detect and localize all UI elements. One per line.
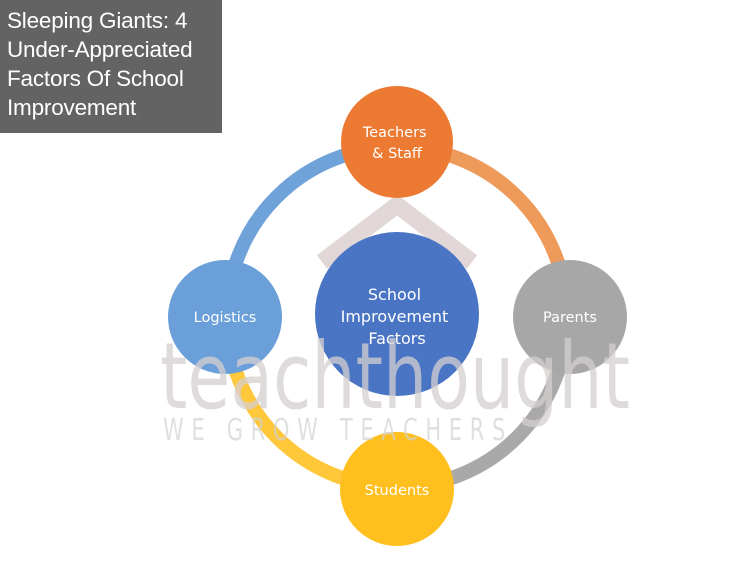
node-teachers-staff-label: Teachers & Staff	[362, 125, 431, 162]
node-students	[340, 432, 454, 546]
title-line-4: Improvement	[7, 95, 137, 120]
title-line-2: Under-Appreciated	[7, 37, 193, 62]
center-label-line-2: Improvement	[341, 307, 449, 326]
watermark-brand: teachthought	[160, 323, 630, 430]
center-label-line-1: School	[368, 285, 421, 304]
title-box: Sleeping Giants: 4 Under-Appreciated Fac…	[0, 0, 222, 133]
center-label: School Improvement Factors	[341, 285, 454, 348]
node-teachers-staff-line-2: & Staff	[372, 146, 423, 162]
node-logistics	[168, 260, 282, 374]
node-teachers-staff	[341, 86, 453, 198]
node-students-line-1: Students	[365, 483, 430, 499]
center-circle	[315, 232, 479, 396]
node-logistics-label: Logistics	[194, 310, 257, 326]
node-teachers-staff-line-1: Teachers	[362, 125, 427, 141]
title-line-3: Factors Of School	[7, 66, 184, 91]
node-parents-label: Parents	[543, 310, 597, 326]
watermark-tagline: WE GROW TEACHERS	[163, 413, 513, 448]
node-students-label: Students	[365, 483, 430, 499]
center-label-line-3: Factors	[368, 329, 425, 348]
node-logistics-line-1: Logistics	[194, 310, 257, 326]
node-parents	[513, 260, 627, 374]
title-line-1: Sleeping Giants: 4	[7, 8, 188, 33]
node-parents-line-1: Parents	[543, 310, 597, 326]
